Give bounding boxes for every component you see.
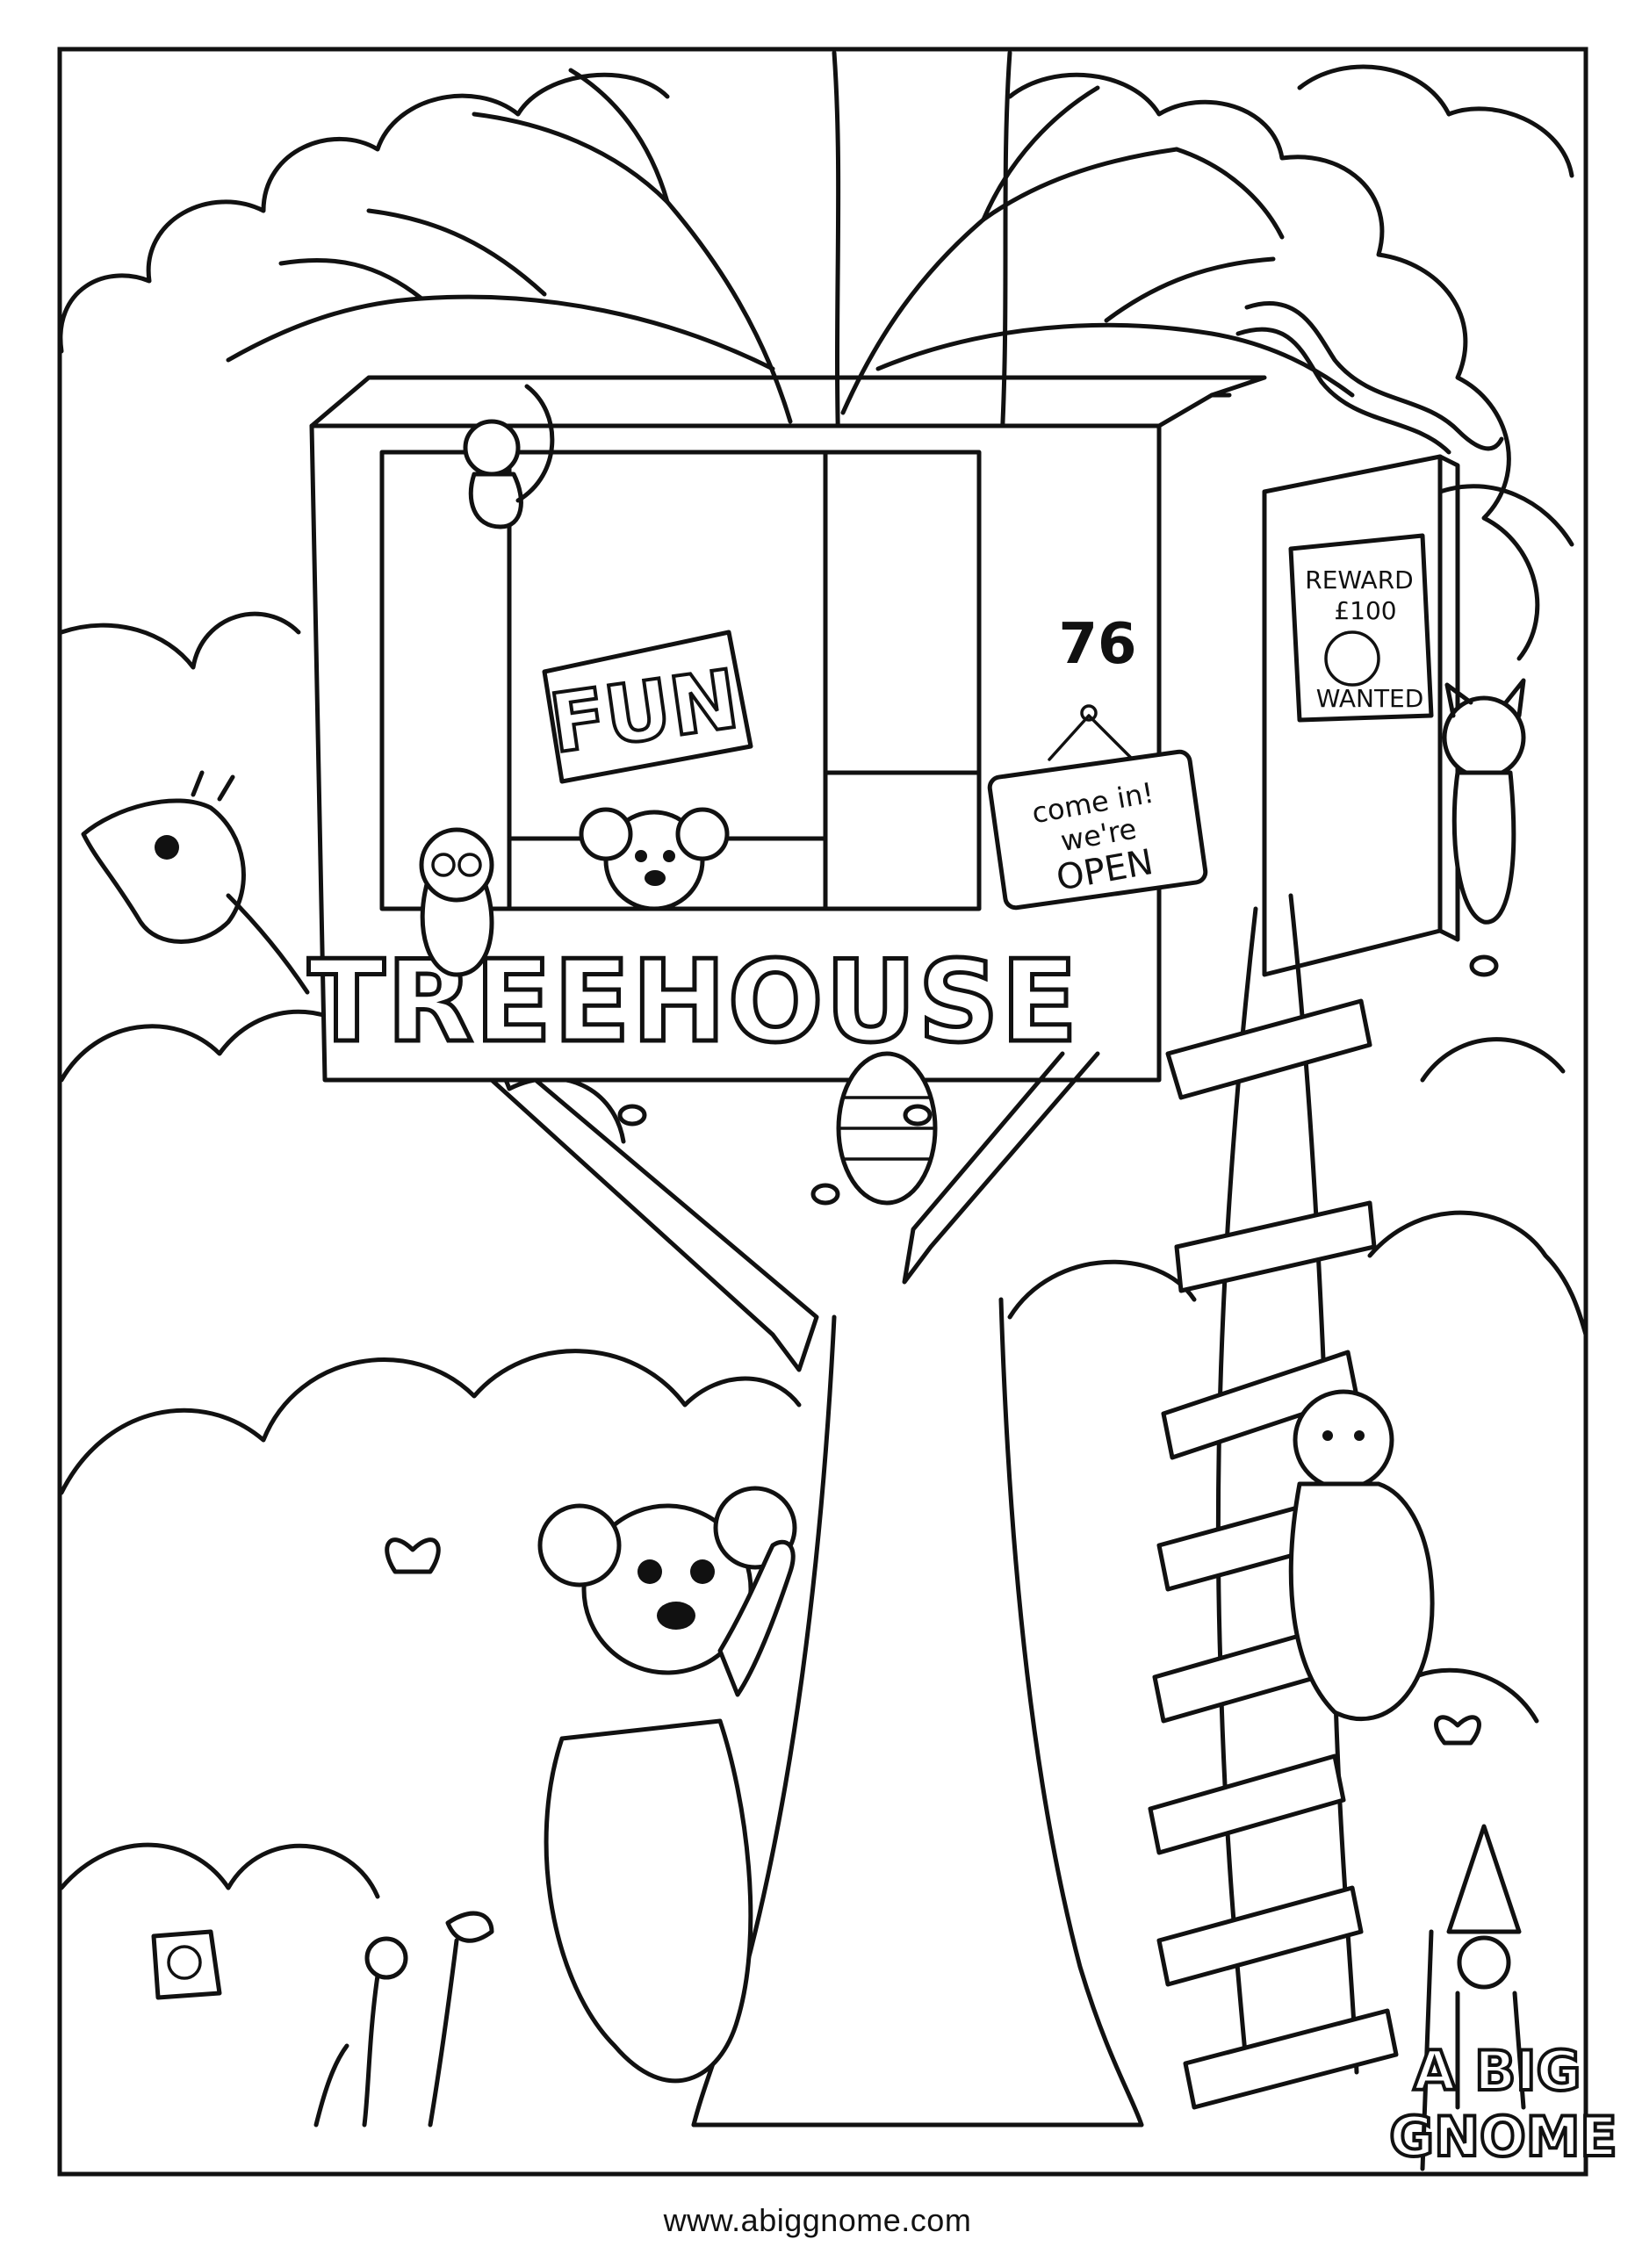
- tree-canopy: [58, 64, 1574, 670]
- cat: [1442, 678, 1526, 925]
- website-url[interactable]: www.abiggnome.com: [663, 2202, 972, 2238]
- poster-line1: REWARD: [1305, 565, 1413, 594]
- logo-line1: A BIG: [1414, 2039, 1581, 2103]
- koala-climbing: [537, 1486, 797, 2084]
- open-sign: come in! we're OPEN: [987, 704, 1208, 911]
- support-beams: [489, 1051, 1100, 1372]
- butterflies-and-bees: [385, 954, 1499, 1746]
- logo-line2: GNOME: [1389, 2105, 1617, 2169]
- flowers: [313, 1911, 494, 2128]
- giraffe: [81, 770, 310, 995]
- sloth: [1288, 1389, 1435, 1722]
- snake: [1235, 300, 1504, 455]
- poster-line2: £100: [1334, 596, 1396, 625]
- fun-sign: FUN: [542, 630, 753, 784]
- poster-line3: WANTED: [1316, 684, 1424, 713]
- beehive: [836, 1051, 938, 1206]
- treehouse-lettering: TREEHOUSE: [308, 937, 1079, 1068]
- squirrel: [463, 384, 555, 529]
- a-big-gnome-logo: A BIG GNOME: [1387, 1824, 1619, 2171]
- koala-window: [579, 807, 730, 911]
- hidden-critter: [151, 1929, 222, 2000]
- page-border: [57, 47, 1588, 2177]
- owl: [419, 827, 494, 977]
- house-number: 76: [1058, 612, 1136, 677]
- wanted-poster: REWARD £100 WANTED: [1288, 533, 1434, 723]
